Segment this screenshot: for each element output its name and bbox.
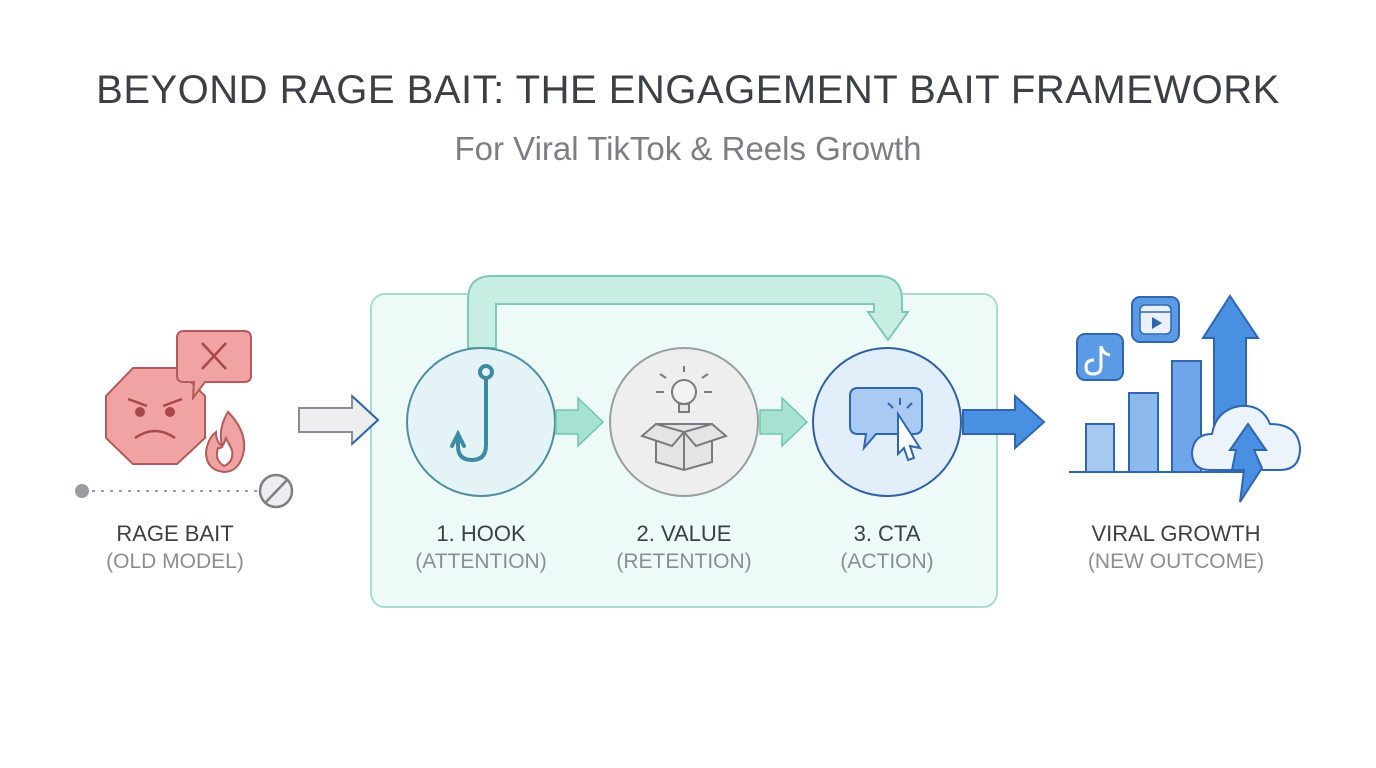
- cta-sublabel: (ACTION): [840, 550, 934, 573]
- page-subtitle: For Viral TikTok & Reels Growth: [454, 130, 922, 167]
- prohibited-icon: [258, 473, 294, 509]
- tiktok-icon: [1076, 333, 1124, 381]
- chat-cursor-icon: [849, 387, 923, 462]
- rage-bait-label: RAGE BAIT: [116, 521, 234, 546]
- hook-icon: [450, 364, 494, 463]
- cta-label: 3. CTA: [853, 521, 921, 546]
- teal-arrow-1: [555, 396, 605, 448]
- teal-arrow-2: [759, 396, 809, 448]
- hook-sublabel: (ATTENTION): [415, 550, 547, 573]
- loop-arrow: [467, 275, 910, 349]
- hook-step-circle: [406, 347, 556, 497]
- value-step-circle: [609, 347, 759, 497]
- viral-growth-label: VIRAL GROWTH: [1091, 521, 1261, 546]
- start-dot: [75, 484, 89, 498]
- value-sublabel: (RETENTION): [616, 550, 752, 573]
- page-title: BEYOND RAGE BAIT: THE ENGAGEMENT BAIT FR…: [96, 68, 1280, 112]
- cloud-lightning-icon: [1190, 404, 1302, 503]
- hook-label: 1. HOOK: [436, 521, 526, 546]
- rage-bait-sublabel: (OLD MODEL): [106, 550, 244, 573]
- reels-icon: [1131, 296, 1180, 343]
- blue-arrow: [962, 393, 1046, 451]
- gray-arrow: [298, 393, 380, 447]
- value-label: 2. VALUE: [636, 521, 732, 546]
- lightbulb-box-icon: [640, 366, 728, 472]
- cross-speech-bubble-icon: [176, 330, 252, 402]
- fire-icon: [204, 410, 246, 474]
- viral-growth-sublabel: (NEW OUTCOME): [1087, 550, 1265, 573]
- cta-step-circle: [812, 347, 962, 497]
